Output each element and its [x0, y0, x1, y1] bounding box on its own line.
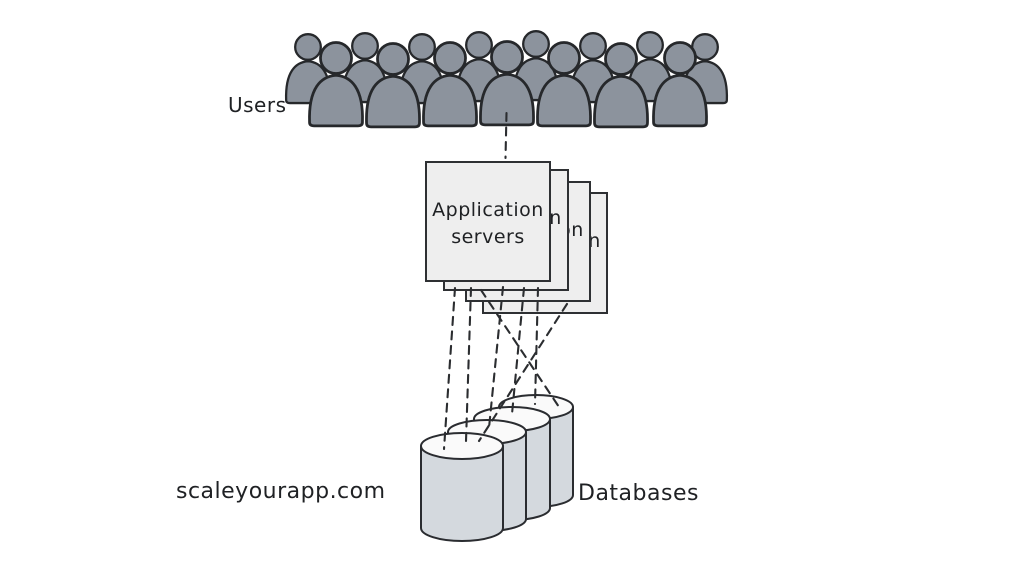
- users-label: Users: [228, 93, 287, 117]
- watermark-label: scaleyourapp.com: [176, 479, 386, 504]
- dashed-link: [487, 285, 505, 430]
- app-servers-label: Application: [432, 199, 544, 221]
- app-server-sheet-front: Application servers: [425, 161, 551, 282]
- dashed-link: [464, 286, 473, 443]
- dashed-link: [477, 302, 569, 443]
- database-cylinder-front: [420, 432, 504, 542]
- database-stack: [420, 394, 574, 542]
- app-server-stack: Application servers Application servers …: [425, 161, 608, 314]
- servers-to-databases-links: [442, 285, 569, 451]
- dashed-link: [533, 286, 540, 406]
- dashed-link: [479, 288, 563, 412]
- users-to-servers-link: [504, 111, 508, 160]
- dashed-link: [510, 286, 526, 416]
- dashed-link: [442, 286, 457, 451]
- databases-label: Databases: [578, 481, 699, 506]
- app-servers-label: servers: [451, 226, 525, 248]
